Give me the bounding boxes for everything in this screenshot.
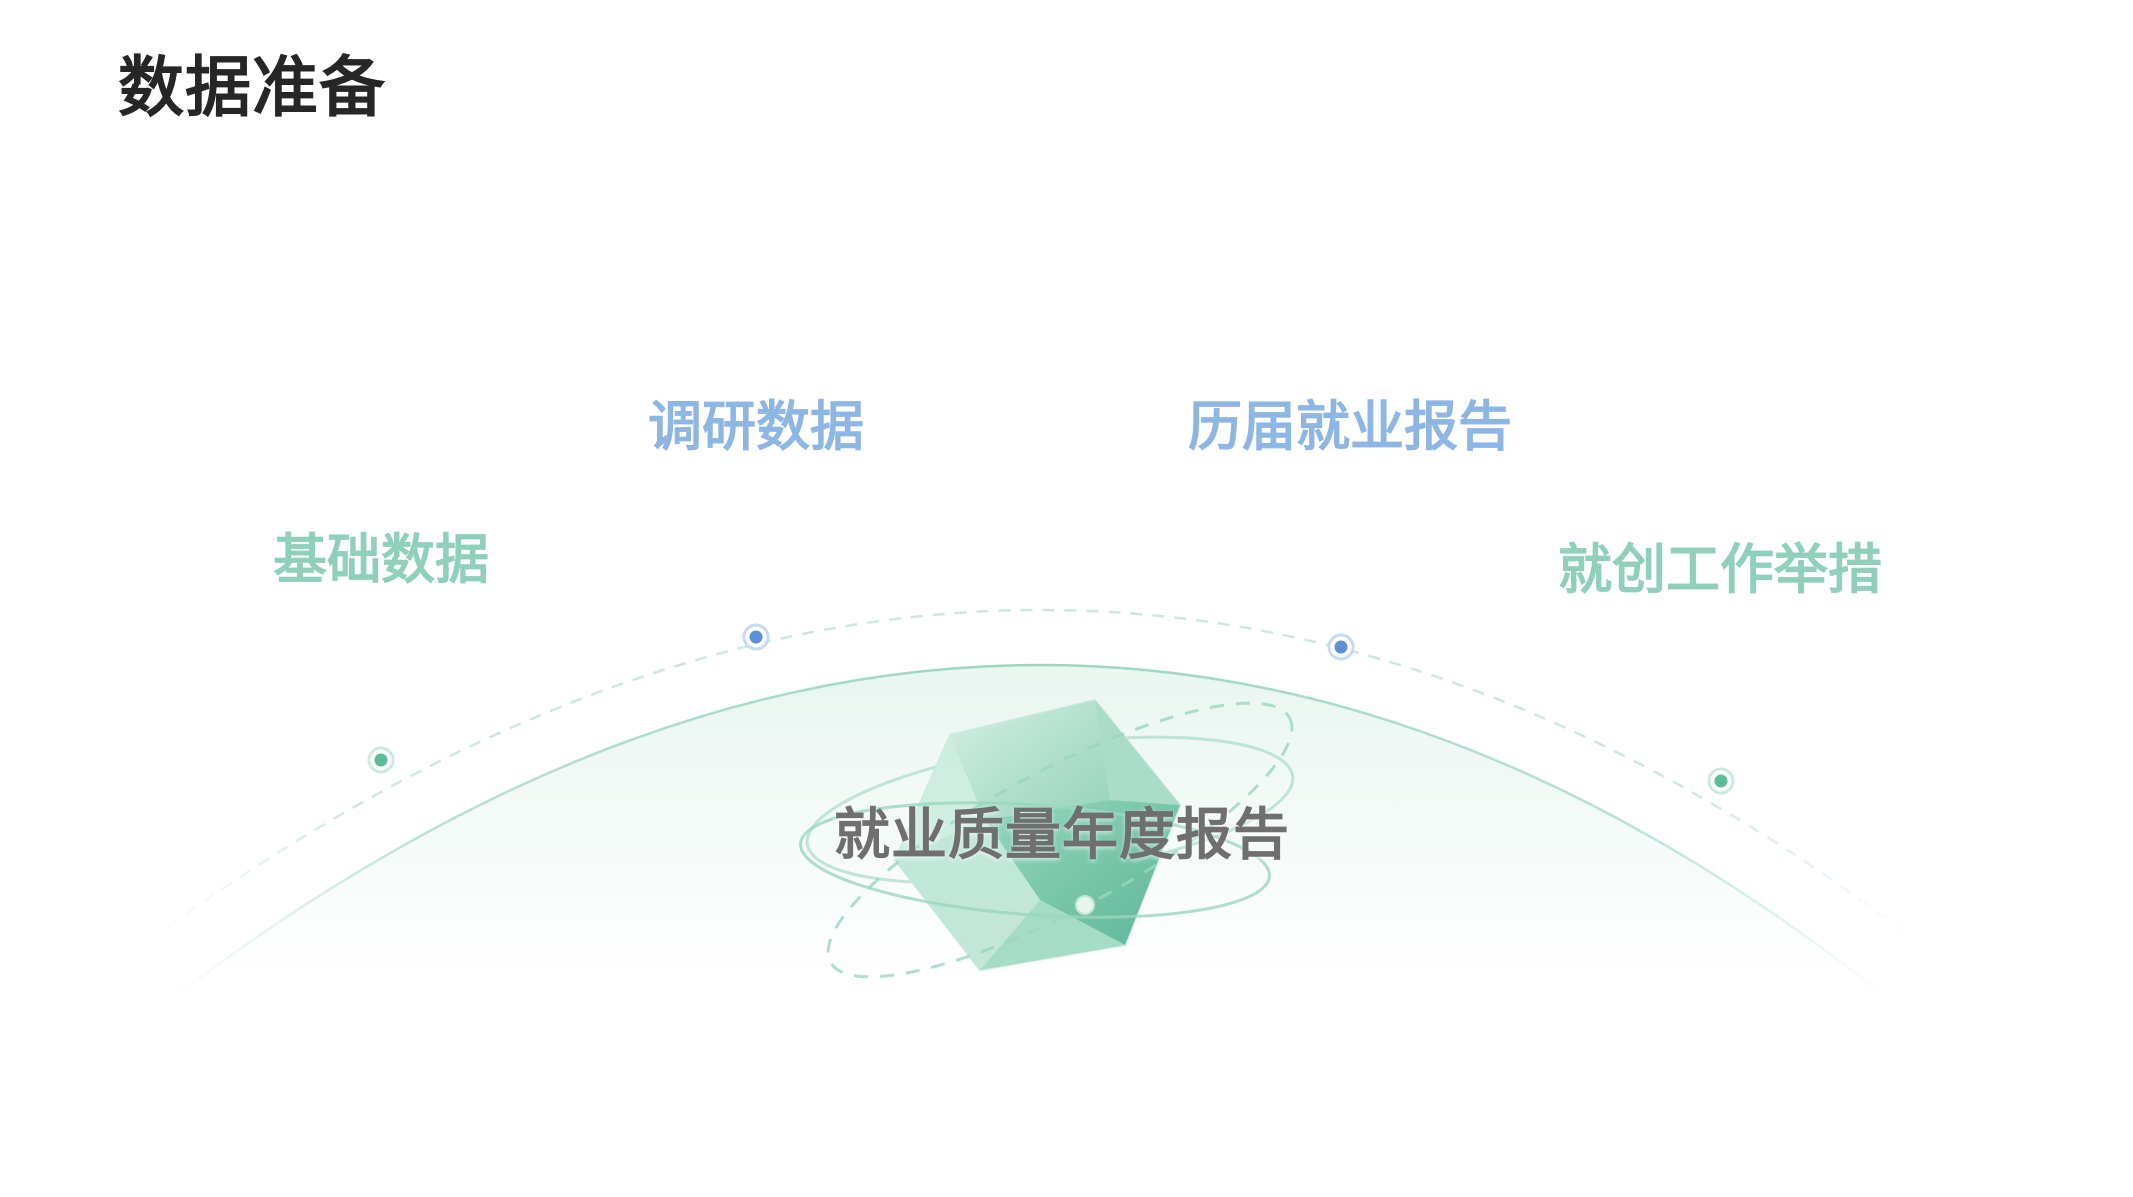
node-label-past-reports: 历届就业报告 xyxy=(1188,395,1512,458)
gem-face-lower xyxy=(980,900,1125,970)
gem-face-top xyxy=(950,700,1110,820)
node-connector-survey xyxy=(742,520,770,651)
crystal-gem-icon xyxy=(799,698,1295,979)
orbit-bead xyxy=(1075,895,1095,915)
gem-face-bottom xyxy=(895,820,1040,970)
pin-dot-icon-core xyxy=(1714,774,1728,788)
gem-face-left xyxy=(895,735,985,860)
page-title: 数据准备 xyxy=(118,49,386,126)
pin-dot-icon-core xyxy=(749,630,763,644)
pin-dot-icon-core xyxy=(374,753,388,767)
gem-face-dark xyxy=(985,800,1180,945)
node-label-base-data: 基础数据 xyxy=(273,528,489,591)
orbit-ring-dashed xyxy=(826,701,1294,979)
pin-dot-icon-core xyxy=(1334,640,1348,654)
orbit-ring-front xyxy=(799,801,1271,919)
node-label-survey-data: 调研数据 xyxy=(648,395,864,458)
gem-face-right xyxy=(1095,700,1180,805)
node-connector-reports xyxy=(1327,530,1355,661)
node-connector-measures xyxy=(1707,665,1735,795)
center-label: 就业质量年度报告 xyxy=(834,803,1290,868)
node-label-measures: 就创工作举措 xyxy=(1558,538,1882,601)
node-connector-base xyxy=(367,640,395,774)
dome-arc xyxy=(169,663,1891,1001)
